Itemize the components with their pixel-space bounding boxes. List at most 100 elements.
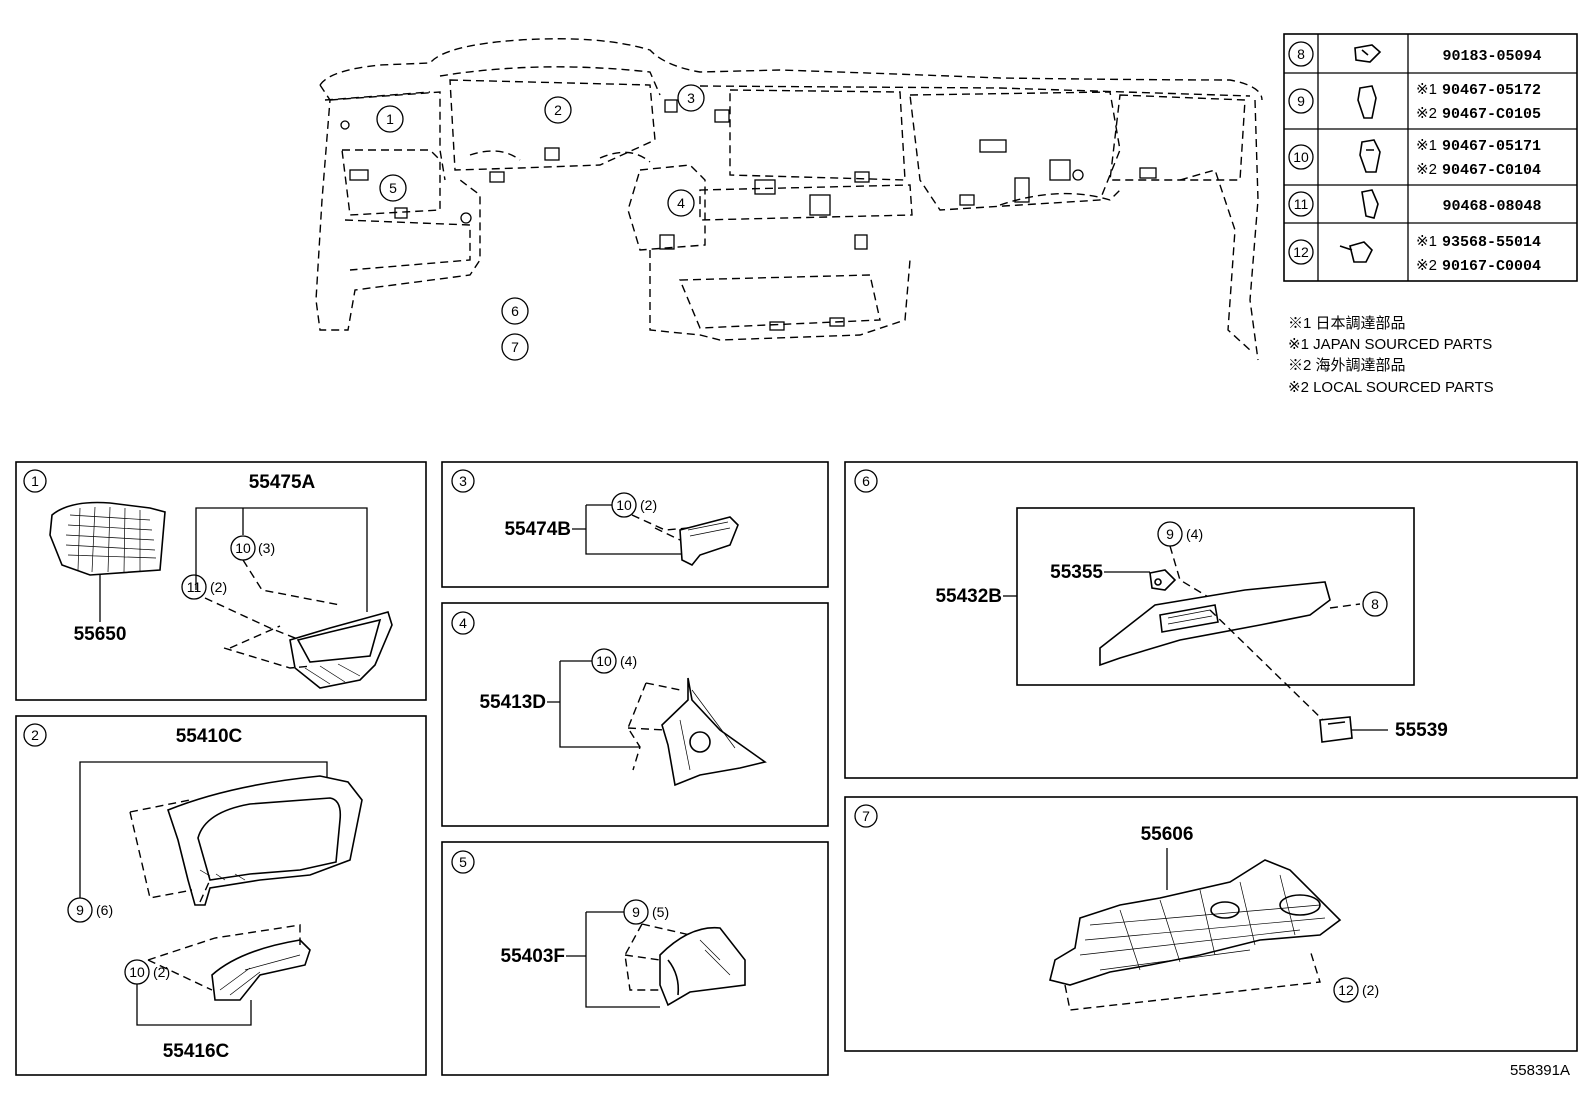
callout-9: 9 (5) bbox=[623, 899, 669, 925]
callout-12: 12 (2) bbox=[1333, 977, 1379, 1003]
svg-text:12: 12 bbox=[1293, 244, 1309, 260]
part-55474B-drawing bbox=[679, 516, 739, 567]
overview-callout-7: 7 bbox=[501, 333, 529, 361]
detail-panel-6: 6 55432B 9 (4) 55355 8 55539 bbox=[844, 461, 1578, 779]
part-55416C-drawing bbox=[211, 939, 311, 1001]
svg-text:90167-C0004: 90167-C0004 bbox=[1442, 258, 1541, 275]
svg-text:4: 4 bbox=[459, 615, 467, 631]
svg-text:(4): (4) bbox=[620, 653, 637, 669]
svg-text:9: 9 bbox=[1297, 93, 1305, 109]
callout-10: 10 (3) bbox=[230, 535, 275, 561]
svg-text:8: 8 bbox=[1297, 46, 1305, 62]
svg-text:2: 2 bbox=[31, 727, 39, 743]
overview-callout-6: 6 bbox=[501, 297, 529, 325]
svg-text:90467-C0104: 90467-C0104 bbox=[1442, 162, 1541, 179]
detail-panel-4: 4 55413D 10 (4) bbox=[441, 602, 829, 827]
detail-panel-7: 7 55606 12 (2) bbox=[844, 796, 1578, 1052]
svg-text:3: 3 bbox=[459, 473, 467, 489]
svg-text:5: 5 bbox=[459, 854, 467, 870]
svg-text:(6): (6) bbox=[96, 902, 113, 918]
svg-text:93568-55014: 93568-55014 bbox=[1442, 234, 1541, 251]
svg-text:※1 日本調達部品: ※1 日本調達部品 bbox=[1288, 315, 1406, 332]
detail-panel-5: 5 55403F 9 (5) bbox=[441, 841, 829, 1076]
svg-text:(5): (5) bbox=[652, 904, 669, 920]
table-row: 12 ※1 93568-55014 ※2 90167-C0004 bbox=[1288, 233, 1541, 275]
svg-text:55539: 55539 bbox=[1395, 720, 1448, 741]
svg-text:※2 海外調達部品: ※2 海外調達部品 bbox=[1288, 357, 1406, 374]
part-55650-drawing bbox=[49, 501, 166, 622]
svg-text:7: 7 bbox=[862, 808, 870, 824]
svg-text:2: 2 bbox=[554, 102, 562, 118]
svg-text:90183-05094: 90183-05094 bbox=[1442, 48, 1541, 65]
callout-8: 8 bbox=[1362, 591, 1388, 617]
overview-callout-1: 1 bbox=[376, 105, 404, 133]
callout-10: 10 (4) bbox=[591, 648, 637, 674]
part-55475A-drawing bbox=[289, 611, 393, 689]
table-row: 9 ※1 90467-05172 ※2 90467-C0105 bbox=[1288, 81, 1541, 123]
svg-text:90467-C0105: 90467-C0105 bbox=[1442, 106, 1541, 123]
clip-icon bbox=[1359, 139, 1381, 173]
svg-text:10: 10 bbox=[1293, 149, 1309, 165]
svg-text:3: 3 bbox=[687, 90, 695, 106]
part-55432B-drawing bbox=[1099, 581, 1331, 667]
svg-text:※1: ※1 bbox=[1416, 233, 1437, 250]
svg-text:55650: 55650 bbox=[74, 624, 127, 645]
svg-text:90468-08048: 90468-08048 bbox=[1442, 198, 1541, 215]
detail-panel-2: 2 55410C 9 (6) 10 (2) 55416C bbox=[15, 715, 427, 1076]
svg-text:5: 5 bbox=[389, 180, 397, 196]
svg-text:9: 9 bbox=[76, 902, 84, 918]
diagram-id: 558391A bbox=[1510, 1062, 1570, 1079]
svg-text:4: 4 bbox=[677, 195, 685, 211]
svg-text:(2): (2) bbox=[640, 497, 657, 513]
svg-text:(4): (4) bbox=[1186, 526, 1203, 542]
svg-text:90467-05172: 90467-05172 bbox=[1442, 82, 1541, 99]
svg-text:10: 10 bbox=[616, 497, 632, 513]
overview-callout-4: 4 bbox=[667, 189, 695, 217]
svg-text:1: 1 bbox=[386, 111, 394, 127]
svg-text:9: 9 bbox=[632, 904, 640, 920]
svg-text:※2: ※2 bbox=[1416, 105, 1437, 122]
overview-callout-2: 2 bbox=[544, 96, 572, 124]
svg-text:11: 11 bbox=[187, 579, 202, 595]
screw-icon bbox=[1339, 241, 1373, 263]
part-55539-drawing bbox=[1319, 716, 1353, 743]
svg-text:55403F: 55403F bbox=[501, 946, 565, 967]
callout-10: 10 (2) bbox=[611, 492, 657, 518]
svg-text:(2): (2) bbox=[1362, 982, 1379, 998]
part-55410C-drawing bbox=[167, 775, 363, 906]
clip-icon bbox=[1357, 85, 1377, 119]
svg-text:12: 12 bbox=[1338, 982, 1354, 998]
svg-text:(2): (2) bbox=[153, 964, 170, 980]
table-row: 10 ※1 90467-05171 ※2 90467-C0104 bbox=[1288, 137, 1541, 179]
svg-text:90467-05171: 90467-05171 bbox=[1442, 138, 1541, 155]
callout-9: 9 (6) bbox=[67, 897, 113, 923]
overview-callout-3: 3 bbox=[677, 84, 705, 112]
detail-panel-1: 1 55650 55475A 10 (3) 11 (2) bbox=[15, 461, 427, 701]
svg-text:※2 LOCAL SOURCED PARTS: ※2 LOCAL SOURCED PARTS bbox=[1288, 379, 1494, 396]
svg-text:55474B: 55474B bbox=[504, 519, 571, 540]
svg-text:55410C: 55410C bbox=[176, 726, 243, 747]
callout-11: 11 (2) bbox=[181, 574, 227, 600]
overview-callout-5: 5 bbox=[379, 174, 407, 202]
svg-text:10: 10 bbox=[235, 540, 251, 556]
sourcing-notes: ※1 日本調達部品 ※1 JAPAN SOURCED PARTS ※2 海外調達… bbox=[1288, 315, 1494, 396]
part-55413D-drawing bbox=[661, 677, 767, 787]
table-row: 8 90183-05094 bbox=[1288, 41, 1542, 67]
svg-text:9: 9 bbox=[1166, 526, 1174, 542]
svg-text:55416C: 55416C bbox=[163, 1041, 230, 1062]
fastener-table: 8 90183-05094 9 ※1 90467-05172 ※2 90467-… bbox=[1283, 33, 1578, 282]
svg-text:※1: ※1 bbox=[1416, 81, 1437, 98]
part-55355-drawing bbox=[1149, 569, 1177, 591]
instrument-panel-overview: 1 2 3 4 5 6 7 bbox=[315, 38, 1263, 361]
svg-text:1: 1 bbox=[31, 473, 39, 489]
svg-text:55606: 55606 bbox=[1141, 824, 1194, 845]
svg-text:55432B: 55432B bbox=[935, 586, 1002, 607]
table-row: 11 90468-08048 bbox=[1288, 189, 1542, 219]
callout-9: 9 (4) bbox=[1157, 521, 1203, 547]
svg-text:55355: 55355 bbox=[1050, 562, 1103, 583]
svg-text:※2: ※2 bbox=[1416, 257, 1437, 274]
svg-text:※1 JAPAN SOURCED PARTS: ※1 JAPAN SOURCED PARTS bbox=[1288, 336, 1492, 353]
detail-panel-3: 3 55474B 10 (2) bbox=[441, 461, 829, 588]
svg-text:11: 11 bbox=[1294, 196, 1309, 212]
svg-text:7: 7 bbox=[511, 339, 519, 355]
